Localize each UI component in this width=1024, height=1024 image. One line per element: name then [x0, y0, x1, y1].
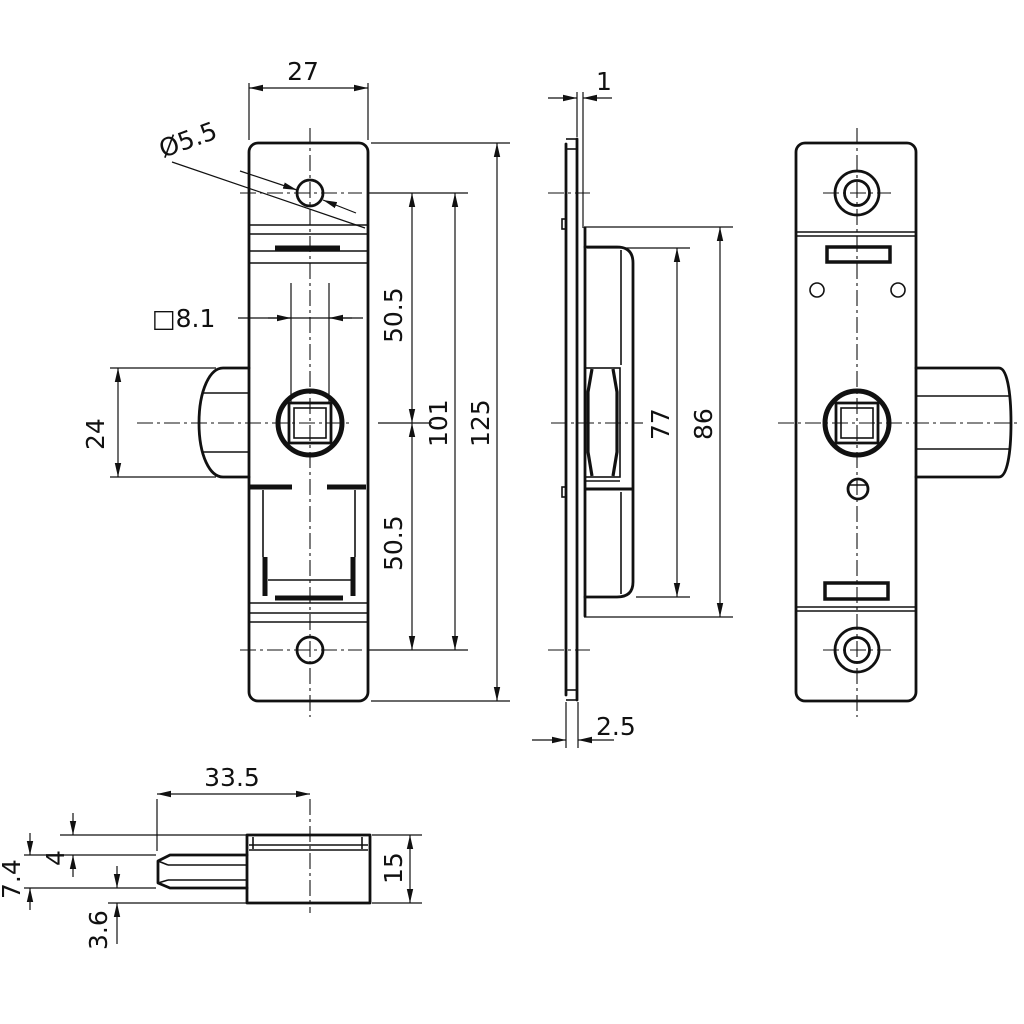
- dim-bottom-bottom-offset: 3.6: [84, 910, 113, 950]
- side-barrel-right-edge: [611, 368, 619, 477]
- back-view: [778, 128, 1019, 717]
- dim-bottom-latch-thickness: 7.4: [0, 859, 26, 899]
- side-barrel-box: [584, 367, 621, 478]
- back-follower-hub: [822, 388, 892, 458]
- back-spindle-square-hole: [834, 401, 880, 445]
- back-bottom-slot: [823, 581, 890, 601]
- dim-front-square: □8.1: [152, 304, 215, 333]
- back-small-hole-right: [890, 282, 906, 298]
- leader-arrow: [322, 199, 357, 214]
- front-follower-hub: [275, 388, 345, 458]
- back-bottom-screw-hole: [843, 636, 871, 664]
- back-latch-bolt: [914, 366, 1013, 479]
- bottom-latch-bevel: [157, 860, 169, 866]
- dim-front-hole-span: 101: [424, 399, 453, 447]
- bottom-case-body: [245, 833, 372, 905]
- front-spindle-square-hole: [287, 401, 333, 445]
- front-bottom-screw-hole: [295, 635, 325, 665]
- back-top-screw-hole: [843, 179, 871, 207]
- dim-bottom-backset: 33.5: [204, 763, 260, 792]
- back-stop-pin: [846, 477, 870, 501]
- dim-front-latch-height: 24: [81, 418, 110, 450]
- leader-line: [171, 161, 366, 229]
- back-spindle-square-inner: [840, 407, 874, 439]
- dim-bottom-case-depth: 15: [379, 852, 408, 884]
- back-top-slot: [825, 245, 892, 264]
- front-latch-bolt: [197, 366, 251, 479]
- dim-side-case-outer-height: 86: [689, 408, 718, 440]
- back-bottom-screw-boss: [833, 626, 881, 674]
- dim-front-total-height: 125: [466, 399, 495, 447]
- front-faceplate: [247, 141, 370, 703]
- side-rivet-bump: [561, 486, 567, 498]
- side-view: 1 2.5 77 86: [532, 67, 733, 748]
- dim-side-plate-thickness: 2.5: [596, 712, 636, 741]
- front-top-screw-hole: [295, 178, 325, 208]
- back-plate: [794, 141, 918, 703]
- dim-bottom-top-offset: 4: [41, 850, 70, 866]
- back-top-screw-boss: [833, 169, 881, 217]
- dim-front-width: 27: [287, 57, 319, 86]
- side-rivet-bump: [561, 218, 567, 230]
- bottom-latch-bolt: [156, 853, 249, 890]
- front-spindle-square-inner: [293, 407, 327, 439]
- back-small-hole-left: [809, 282, 825, 298]
- bottom-view: 33.5 7.4 4 3.6 15: [0, 763, 422, 950]
- dim-side-plate-offset: 1: [596, 67, 612, 96]
- dim-side-case-inner-height: 77: [646, 408, 675, 440]
- leader-arrow: [239, 170, 298, 191]
- dim-front-upper-span: 50.5: [379, 287, 408, 343]
- dim-front-lower-span: 50.5: [379, 515, 408, 571]
- side-barrel-left-edge: [586, 368, 594, 477]
- bottom-latch-bevel: [157, 879, 169, 884]
